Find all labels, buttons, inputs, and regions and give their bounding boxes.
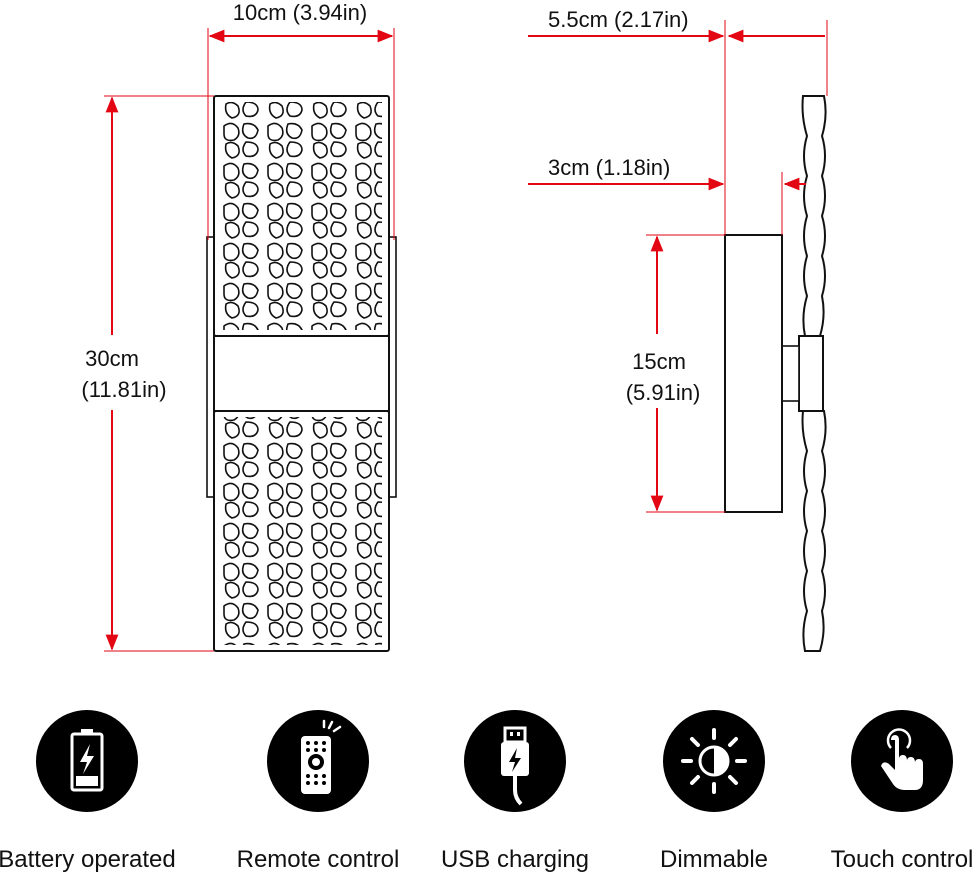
front-top-pattern: [222, 102, 382, 330]
feature-label: Dimmable: [659, 846, 769, 873]
side-connector: [781, 345, 800, 402]
side-depth-total-label: 5.5cm (2.17in): [548, 7, 689, 32]
side-wall-base: [724, 234, 783, 513]
feature-label: Remote control: [236, 846, 400, 873]
front-right-bracket: [388, 236, 397, 498]
feature-battery: Battery operated: [0, 700, 182, 879]
front-height-label-line1: 30cm: [85, 346, 139, 371]
front-width-label: 10cm (3.94in): [233, 0, 368, 25]
feature-usb: USB charging: [420, 700, 610, 879]
feature-label: USB charging: [440, 846, 590, 873]
feature-remote: Remote control: [223, 700, 413, 879]
touch-control-icon: [851, 710, 953, 812]
feature-label: Battery operated: [0, 846, 176, 873]
side-depth-base-label: 3cm (1.18in): [548, 155, 670, 180]
battery-icon: [36, 710, 138, 812]
front-view: 10cm (3.94in) 30cm (11.81in): [81, 0, 397, 652]
front-height-label-line2: (11.81in): [81, 377, 166, 402]
side-base-height-label-line2: (5.91in): [626, 380, 701, 405]
remote-control-icon: [267, 710, 369, 812]
feature-touch: Touch control: [807, 700, 977, 879]
usb-charging-icon: [464, 710, 566, 812]
feature-dimmable: Dimmable: [619, 700, 809, 879]
dimmable-icon: [663, 710, 765, 812]
side-glass-profile-top: [801, 95, 827, 337]
front-middle-band: [213, 335, 390, 412]
front-left-bracket: [206, 236, 215, 498]
feature-label: Touch control: [830, 846, 974, 873]
side-glass-middle: [798, 335, 824, 412]
front-bottom-pattern: [222, 417, 382, 645]
side-base-height-label-line1: 15cm: [632, 349, 686, 374]
side-glass-profile-bottom: [801, 410, 827, 652]
side-view: 5.5cm (2.17in) 3cm (1.18in) 15cm (5.91in…: [528, 7, 828, 652]
